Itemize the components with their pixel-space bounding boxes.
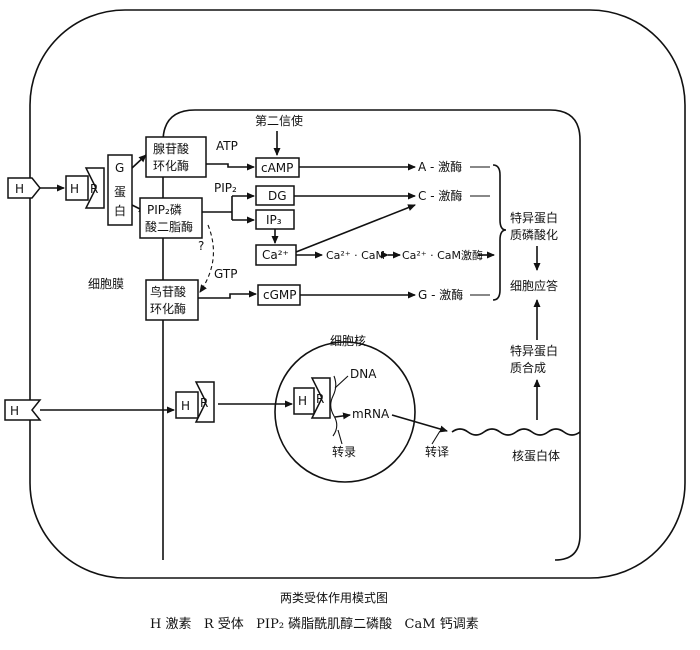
ip3-label: IP₃: [266, 213, 282, 227]
ribosome-mrna-wave: [451, 428, 581, 436]
receptor-top-h-box: [65, 175, 89, 201]
receptor-mid-h-box: [175, 391, 199, 419]
caption-title: 两类受体作用模式图: [280, 591, 388, 605]
transcription-pointer: [337, 429, 343, 445]
receptor-nuc-shape: [310, 377, 331, 419]
ca-label: Ca²⁺: [262, 248, 289, 262]
receptor-nuc-r-label: R: [316, 392, 324, 406]
second-messenger-label: 第二信使: [255, 113, 303, 128]
dna-label: DNA: [350, 367, 377, 381]
ca-to-ckinase-arrow: [295, 204, 416, 253]
receptor-top-h-label: H: [70, 182, 79, 196]
mrna-label: mRNA: [352, 407, 390, 421]
ribosome-label: 核蛋白体: [512, 448, 560, 463]
ca-cam-label: Ca²⁺ · CaM: [326, 249, 385, 262]
plc-label-1: PIP₂磷: [147, 202, 182, 217]
g-to-adenylate-arrow: [131, 154, 147, 169]
response-label: 细胞应答: [510, 278, 558, 293]
c-kinase-label: C - 激酶: [418, 188, 462, 203]
receptor-mid-r-label: R: [200, 396, 208, 410]
a-kinase-label: A - 激酶: [418, 159, 462, 174]
mrna-to-ribosome-arrow: [391, 414, 448, 433]
receptor-top-shape: [84, 167, 105, 209]
adenylate-cyclase-box: [145, 136, 207, 178]
guanylate-cyclase-label-2: 环化酶: [150, 301, 186, 316]
hormone-top-shape: [7, 177, 41, 199]
nucleus-outline: [274, 341, 416, 483]
translation-label: 转译: [425, 444, 449, 459]
phospho-label-2: 质磷酸化: [510, 227, 558, 242]
g-protein-label-1: G: [115, 161, 124, 175]
receptor-nuc-h-label: H: [298, 394, 307, 408]
translation-pointer: [431, 430, 441, 445]
gtp-path: [198, 290, 257, 299]
g-protein-label-3: 白: [114, 203, 126, 218]
receptor-top-r-label: R: [90, 182, 98, 196]
cytoplasm-outline: [162, 109, 581, 561]
receptor-mid-h-label: H: [181, 399, 190, 413]
caption-legend: H 激素 R 受体 PIP₂ 磷脂酰肌醇二磷酸 CaM 钙调素: [150, 616, 479, 632]
g-kinase-label: G - 激酶: [418, 287, 463, 302]
adenylate-cyclase-label-1: 腺苷酸: [153, 141, 189, 156]
g-protein-box: [107, 154, 133, 226]
g-protein-label-2: 蛋: [114, 185, 126, 199]
dna-strand: [330, 375, 338, 437]
receptor-mid-shape: [194, 381, 215, 423]
dna-pointer: [334, 375, 349, 389]
synthesis-label-1: 特异蛋白: [510, 343, 558, 358]
plc-to-guanylate-dashed: [199, 224, 214, 293]
dg-label: DG: [268, 189, 287, 203]
cgmp-label: cGMP: [263, 288, 297, 302]
pip2-label: PIP₂: [214, 181, 237, 195]
question-mark: ?: [198, 239, 204, 253]
cell-membrane-outline: [29, 9, 686, 579]
adenylate-cyclase-label-2: 环化酶: [153, 158, 189, 173]
receptor-nuc-h-box: [293, 387, 315, 415]
transcription-label: 转录: [332, 444, 356, 459]
camp-label: cAMP: [261, 161, 293, 175]
dna-to-mrna-arrow: [334, 412, 351, 420]
hormone-top-label: H: [15, 182, 24, 196]
synthesis-label-2: 质合成: [510, 360, 546, 375]
nucleus-label: 细胞核: [330, 334, 366, 348]
membrane-label: 细胞膜: [88, 277, 124, 291]
plc-box: [139, 197, 203, 239]
ca-cam-enzyme-label: Ca²⁺ · CaM激酶: [402, 248, 483, 262]
gtp-label: GTP: [214, 267, 237, 281]
atp-label: ATP: [216, 139, 238, 153]
atp-path: [206, 163, 255, 171]
hormone-bottom-shape: [4, 399, 42, 421]
plc-label-2: 酸二脂酶: [145, 219, 193, 234]
guanylate-cyclase-label-1: 鸟苷酸: [150, 284, 186, 299]
phospho-label-1: 特异蛋白: [510, 210, 558, 225]
guanylate-cyclase-box: [145, 279, 199, 321]
kinase-bracket: [492, 164, 507, 301]
hormone-bottom-label: H: [10, 404, 19, 418]
